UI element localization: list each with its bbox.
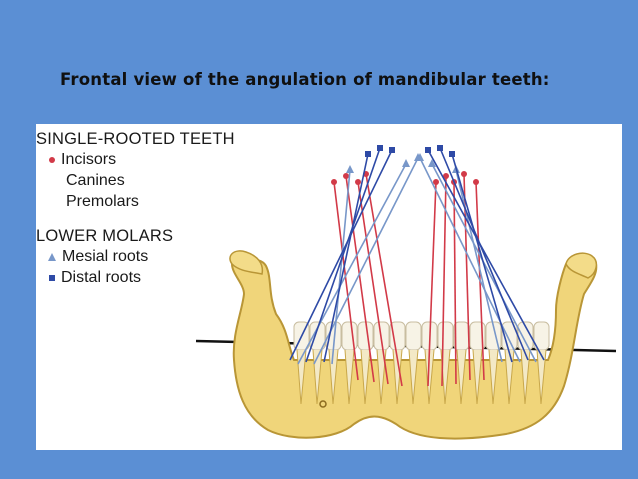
- distal-root-axis: [439, 147, 529, 361]
- axis-end-square: [365, 151, 371, 157]
- tooth-root: [296, 349, 307, 405]
- mesial-root-axis: [455, 169, 503, 363]
- axis-end-dot: [355, 179, 361, 185]
- axis-end-triangle: [428, 159, 436, 167]
- tooth-crown: [357, 321, 374, 351]
- distal-root-axis: [323, 153, 369, 363]
- distal-root-axis: [289, 149, 393, 361]
- legend-lower-molars-title: LOWER MOLARS: [36, 227, 174, 245]
- distal-root-axis: [427, 149, 545, 361]
- axis-end-square: [389, 147, 395, 153]
- axis-end-square: [437, 145, 443, 151]
- tooth-root: [312, 349, 323, 405]
- tooth-root: [456, 349, 467, 405]
- tooth-root: [536, 349, 547, 405]
- tooth-root: [376, 349, 387, 405]
- tooth-crown: [405, 321, 422, 351]
- mental-foramen: [319, 400, 327, 408]
- red-dot-icon: [49, 156, 55, 163]
- mandible-illustration: [195, 145, 617, 440]
- axis-end-triangle: [346, 165, 354, 173]
- tooth-root: [424, 349, 435, 405]
- single-rooted-axis: [333, 181, 359, 381]
- slide-title: Frontal view of the angulation of mandib…: [60, 70, 550, 89]
- square-icon: [49, 274, 55, 281]
- tooth-root: [392, 349, 403, 405]
- axis-end-square: [425, 147, 431, 153]
- axis-end-triangle: [402, 159, 410, 167]
- mesial-root-axis: [331, 169, 351, 365]
- axis-end-dot: [343, 173, 349, 179]
- tooth-root: [360, 349, 371, 405]
- tooth-root: [488, 349, 499, 405]
- mandible-bone: [230, 254, 598, 440]
- single-rooted-axis: [345, 175, 375, 383]
- diagram-panel: SINGLE-ROOTED TEETH Incisors Canines Pre…: [36, 124, 622, 450]
- single-rooted-axis: [365, 173, 403, 387]
- distal-root-axis: [451, 153, 513, 363]
- triangle-icon: [48, 252, 56, 261]
- legend-item-mesial-roots: Mesial roots: [36, 246, 235, 267]
- tooth-row: [293, 321, 550, 405]
- legend-item-distal-roots: Distal roots: [36, 267, 235, 288]
- tooth-root: [344, 349, 355, 405]
- axis-end-square: [449, 151, 455, 157]
- single-rooted-axis: [453, 181, 457, 385]
- single-rooted-axis: [357, 181, 389, 385]
- axis-end-dot: [331, 179, 337, 185]
- distal-root-axis: [305, 147, 381, 363]
- axis-end-dot: [433, 179, 439, 185]
- tooth-crown: [437, 321, 454, 351]
- tooth-root: [472, 349, 483, 405]
- tooth-root: [504, 349, 515, 405]
- right-condyle: [565, 252, 598, 279]
- axis-end-dot: [443, 173, 449, 179]
- legend-item-premolars: Premolars: [66, 193, 139, 210]
- axis-end-dot: [473, 179, 479, 185]
- left-condyle: [229, 250, 264, 275]
- tooth-root: [408, 349, 419, 405]
- legend-item-incisors: Incisors: [36, 149, 235, 170]
- single-rooted-axis: [427, 181, 437, 387]
- legend-item-canines: Canines: [66, 172, 125, 189]
- axis-end-triangle: [416, 153, 424, 161]
- root-axes: [289, 145, 545, 387]
- legend-single-rooted-title: SINGLE-ROOTED TEETH: [36, 130, 235, 148]
- legend: SINGLE-ROOTED TEETH Incisors Canines Pre…: [36, 129, 235, 288]
- axis-end-dot: [461, 171, 467, 177]
- axis-end-square: [377, 145, 383, 151]
- tooth-root: [520, 349, 531, 405]
- mesial-root-axis: [419, 157, 521, 363]
- tooth-crown: [341, 321, 358, 351]
